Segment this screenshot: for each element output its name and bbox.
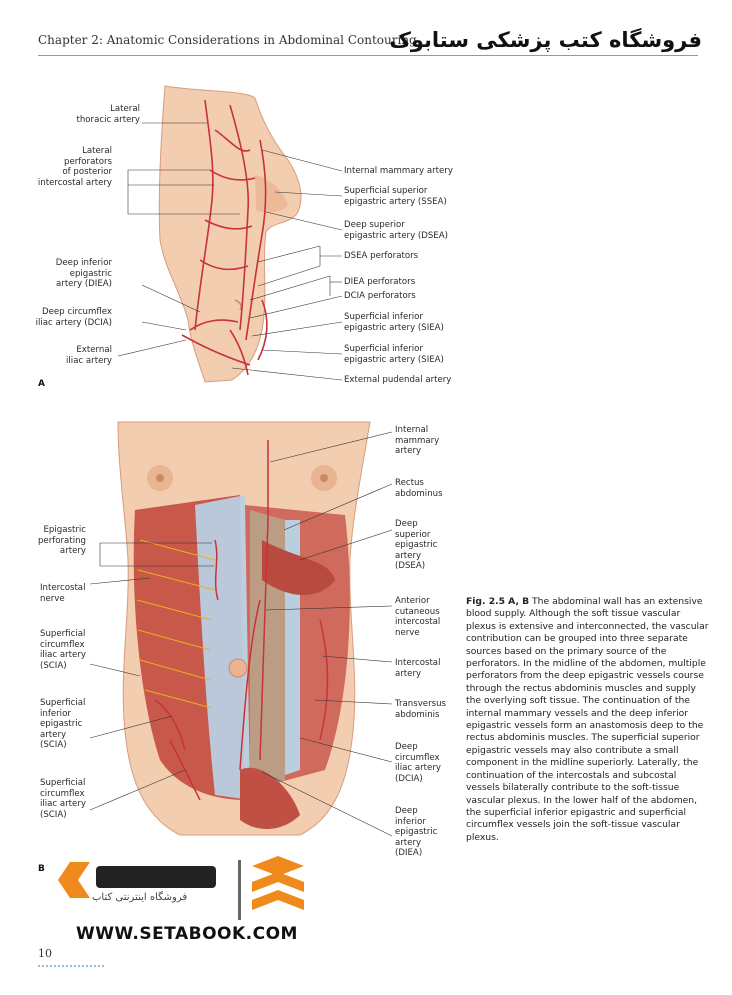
- figure-label: Fig. 2.5 A, B: [466, 596, 530, 607]
- label-diea-a: Deep inferior epigastric artery (DIEA): [55, 258, 112, 290]
- label-external-iliac-artery: External iliac artery: [66, 345, 112, 366]
- label-siea-1: Superficial inferior epigastric artery (…: [344, 312, 444, 333]
- panel-b-nerves: [136, 539, 216, 709]
- label-intercostal-nerve: Intercostal nerve: [40, 583, 86, 604]
- page-number: 10: [38, 947, 52, 960]
- label-rectus-abdominus: Rectus abdominus: [395, 478, 443, 499]
- label-diea-perforators: DIEA perforators: [344, 277, 416, 287]
- header-rule: [38, 55, 698, 56]
- label-ssea: Superficial superior epigastric artery (…: [344, 186, 447, 207]
- label-lateral-thoracic-artery: Lateral thoracic artery: [76, 104, 140, 125]
- setabook-logo-mark: [58, 856, 304, 920]
- label-lateral-perforators: Lateral perforators of posterior interco…: [37, 146, 112, 188]
- label-siea-2: Superficial inferior epigastric artery (…: [344, 344, 444, 365]
- label-diea-b: Deep inferior epigastric artery (DIEA): [395, 806, 438, 859]
- torso-front-view: [117, 421, 371, 836]
- label-scia-1: Superficial circumflex iliac artery (SCI…: [40, 629, 86, 671]
- label-transversus-abdominis: Transversus abdominis: [395, 699, 447, 720]
- label-external-pudendal-artery: External pudendal artery: [344, 375, 452, 385]
- panel-b-arteries: [154, 440, 329, 801]
- panel-b-leaders: [89, 431, 393, 837]
- page-dotted-rule: [38, 965, 104, 967]
- panel-a-leaders: [117, 122, 343, 381]
- label-siea-b: Superficial inferior epigastric artery (…: [40, 698, 86, 751]
- label-scia-2: Superficial circumflex iliac artery (SCI…: [40, 778, 86, 820]
- panel-letter-b: B: [38, 864, 45, 874]
- panel-letter-a: A: [38, 379, 45, 389]
- label-dsea-b: Deep superior epigastric artery (DSEA): [395, 519, 438, 572]
- label-anterior-cutaneous-nerve: Anterior cutaneous intercostal nerve: [395, 596, 441, 638]
- panel-a-arteries: [181, 99, 268, 376]
- label-dcia-b: Deep circumflex iliac artery (DCIA): [395, 742, 441, 784]
- label-dcia-a: Deep circumflex iliac artery (DCIA): [35, 307, 112, 328]
- label-intercostal-artery: Intercostal artery: [395, 658, 441, 679]
- label-epigastric-perforating-artery: Epigastric perforating artery: [37, 525, 86, 557]
- caption-text: The abdominal wall has an extensive bloo…: [466, 596, 709, 843]
- label-internal-mammary-a: Internal mammary artery: [344, 166, 453, 176]
- watermark-persian-title: فروشگاه کتب پزشکی ستابوک: [389, 28, 702, 52]
- figure-caption: Fig. 2.5 A, B The abdominal wall has an …: [466, 596, 712, 844]
- label-internal-mammary-b: Internal mammary artery: [395, 425, 440, 457]
- label-dcia-perforators: DCIA perforators: [344, 291, 416, 301]
- running-head: Chapter 2: Anatomic Considerations in Ab…: [38, 33, 417, 47]
- logo-website-text: WWW.SETABOOK.COM: [76, 924, 298, 944]
- label-dsea-a: Deep superior epigastric artery (DSEA): [344, 220, 448, 241]
- torso-side-view: [158, 85, 302, 383]
- label-dsea-perforators: DSEA perforators: [344, 251, 419, 261]
- logo-persian-subtitle: فروشگاه اینترنتی کتاب: [92, 892, 188, 903]
